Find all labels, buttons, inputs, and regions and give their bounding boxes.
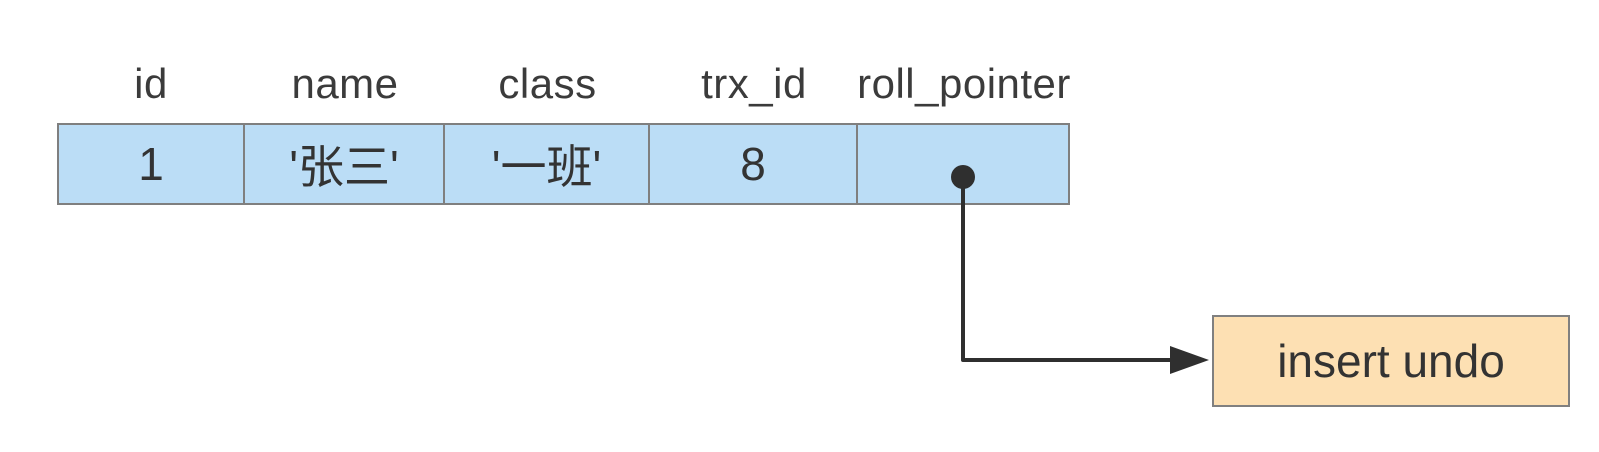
column-headers: id name class trx_id roll_pointer bbox=[57, 56, 1070, 112]
column-header-roll-pointer: roll_pointer bbox=[857, 60, 1071, 107]
cell-trx-id: 8 bbox=[650, 125, 858, 203]
insert-undo-label: insert undo bbox=[1277, 335, 1505, 387]
cell-name: '张三' bbox=[245, 125, 445, 203]
column-header-class: class bbox=[498, 60, 597, 107]
column-header-name: name bbox=[291, 60, 399, 107]
arrowhead-icon bbox=[1170, 346, 1209, 374]
column-header-id: id bbox=[134, 60, 168, 107]
cell-class: '一班' bbox=[445, 125, 650, 203]
record-row: 1 '张三' '一班' 8 bbox=[57, 123, 1070, 205]
column-header-trx-id: trx_id bbox=[701, 60, 807, 107]
cell-id: 1 bbox=[59, 125, 245, 203]
cell-roll-pointer bbox=[858, 125, 1068, 203]
insert-undo-box: insert undo bbox=[1212, 315, 1570, 407]
